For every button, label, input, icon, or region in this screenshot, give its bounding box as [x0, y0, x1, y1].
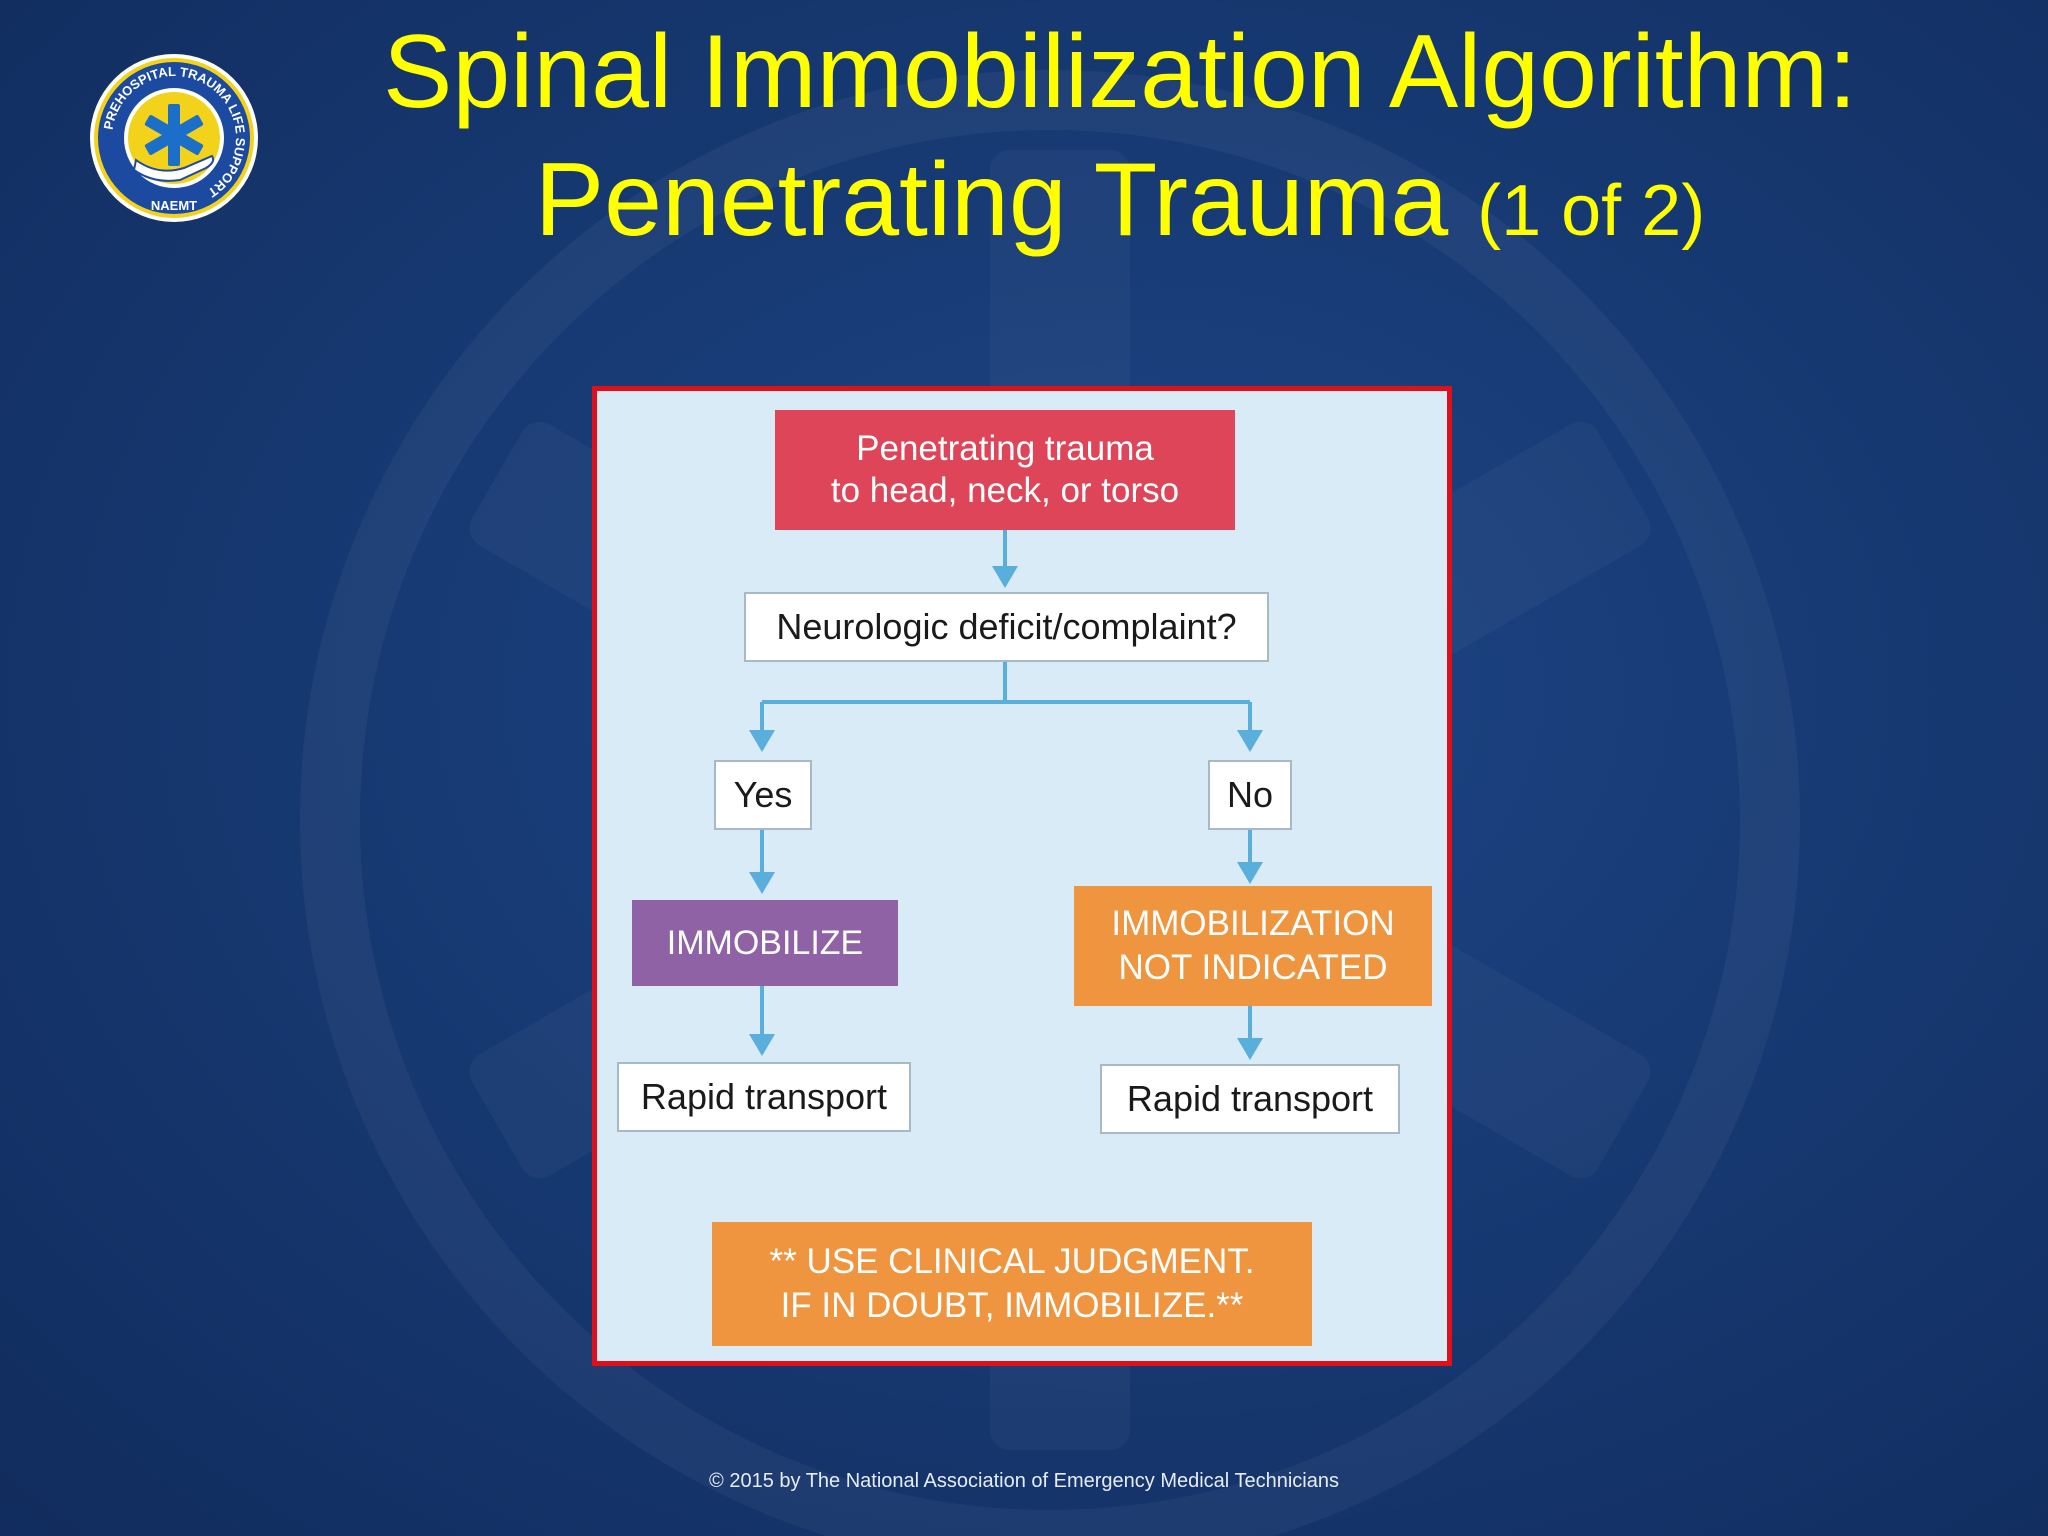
- no-node: No: [1208, 760, 1292, 830]
- logo-bottom-text: NAEMT: [151, 198, 197, 213]
- title-line-2: Penetrating Trauma (1 of 2): [240, 136, 2000, 275]
- yes-transport-node: Rapid transport: [617, 1062, 911, 1132]
- no-node-label: No: [1226, 774, 1274, 815]
- clinical-judgment-line-2: IF IN DOUBT, IMMOBILIZE.**: [780, 1286, 1244, 1325]
- title-main: Penetrating Trauma: [534, 142, 1449, 258]
- title-line-1: Spinal Immobilization Algorithm:: [383, 14, 1857, 130]
- hand-icon: [132, 154, 215, 182]
- yes-node: Yes: [714, 760, 812, 830]
- not-indicated-line-2: NOT INDICATED: [1118, 948, 1388, 987]
- copyright-notice: © 2015 by The National Association of Em…: [709, 1470, 1339, 1492]
- immobilize-node-label: IMMOBILIZE: [666, 923, 864, 962]
- slide-title: Spinal Immobilization Algorithm: Penetra…: [240, 8, 2000, 275]
- no-transport-node: Rapid transport: [1100, 1064, 1400, 1134]
- star-of-life-icon: [144, 104, 204, 166]
- start-node: Penetrating trauma to head, neck, or tor…: [775, 410, 1235, 530]
- flowchart-frame: [592, 386, 1452, 1366]
- not-indicated-node: IMMOBILIZATION NOT INDICATED: [1074, 886, 1432, 1006]
- no-transport-label: Rapid transport: [1126, 1078, 1374, 1119]
- yes-transport-label: Rapid transport: [640, 1076, 888, 1117]
- start-node-line-1: Penetrating trauma: [856, 429, 1154, 468]
- immobilize-node: IMMOBILIZE: [632, 900, 898, 986]
- ptls-logo: PREHOSPITAL TRAUMA LIFE SUPPORT NAEMT: [90, 54, 258, 222]
- clinical-judgment-line-1: ** USE CLINICAL JUDGMENT.: [769, 1242, 1255, 1281]
- yes-node-label: Yes: [733, 774, 793, 815]
- title-subtitle: (1 of 2): [1477, 171, 1706, 251]
- not-indicated-line-1: IMMOBILIZATION: [1111, 904, 1395, 943]
- decision-node: Neurologic deficit/complaint?: [744, 592, 1269, 662]
- start-node-line-2: to head, neck, or torso: [830, 471, 1180, 510]
- clinical-judgment-note: ** USE CLINICAL JUDGMENT. IF IN DOUBT, I…: [712, 1222, 1312, 1346]
- decision-node-label: Neurologic deficit/complaint?: [776, 606, 1237, 647]
